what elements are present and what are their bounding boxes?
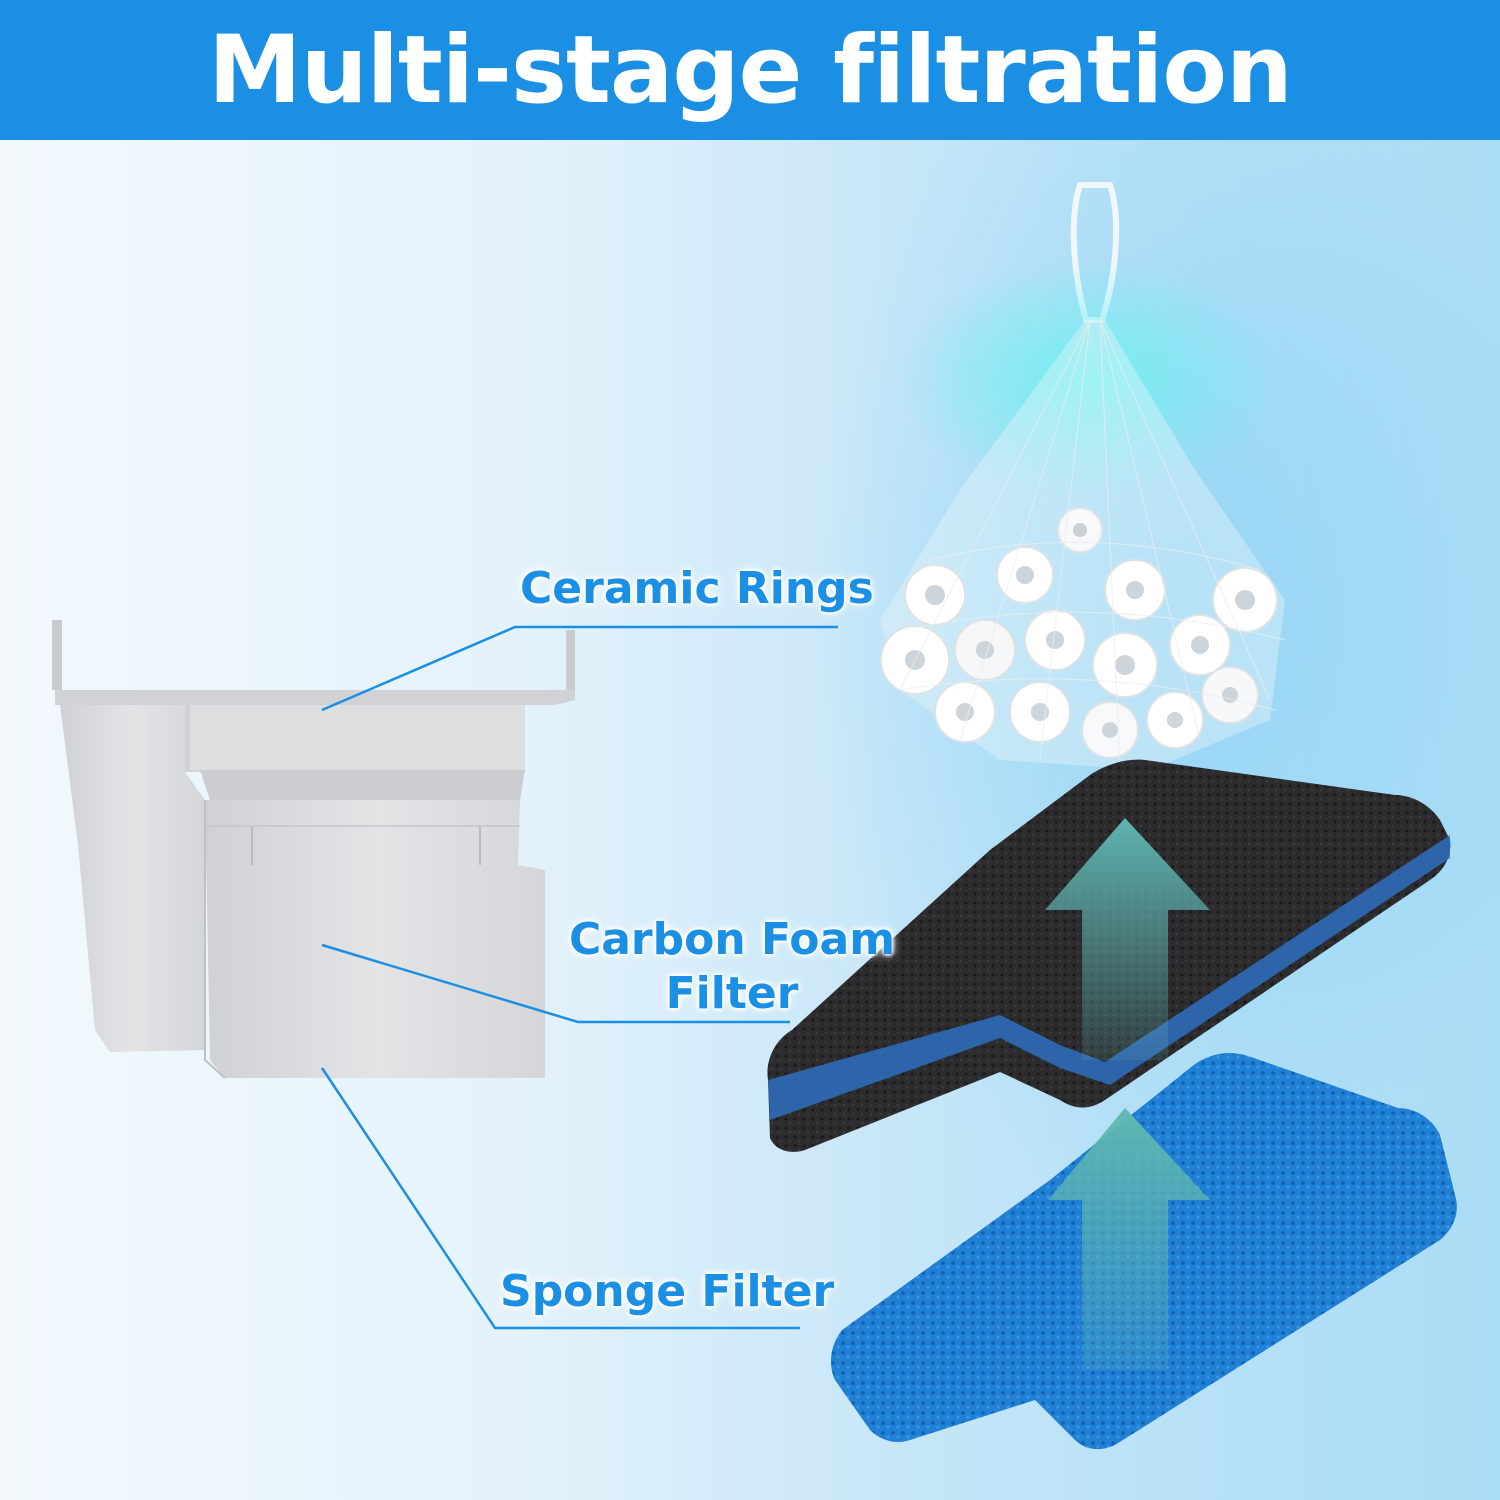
flow-arrow (1048, 1108, 1210, 1370)
label-sponge-filter: Sponge Filter (500, 1266, 835, 1317)
flow-arrow (1045, 818, 1210, 1060)
callout-line-carbon (321, 943, 790, 1024)
page-title: Multi-stage filtration (208, 15, 1293, 125)
callout-line-ceramic (321, 625, 838, 712)
title-banner: Multi-stage filtration (0, 0, 1500, 140)
label-ceramic-rings: Ceramic Rings (520, 563, 874, 614)
callout-line-sponge (320, 1067, 800, 1330)
label-carbon-foam-filter: Carbon Foam Filter (568, 914, 896, 1019)
filter-box (52, 620, 575, 1079)
ceramic-rings-bag (880, 182, 1286, 771)
